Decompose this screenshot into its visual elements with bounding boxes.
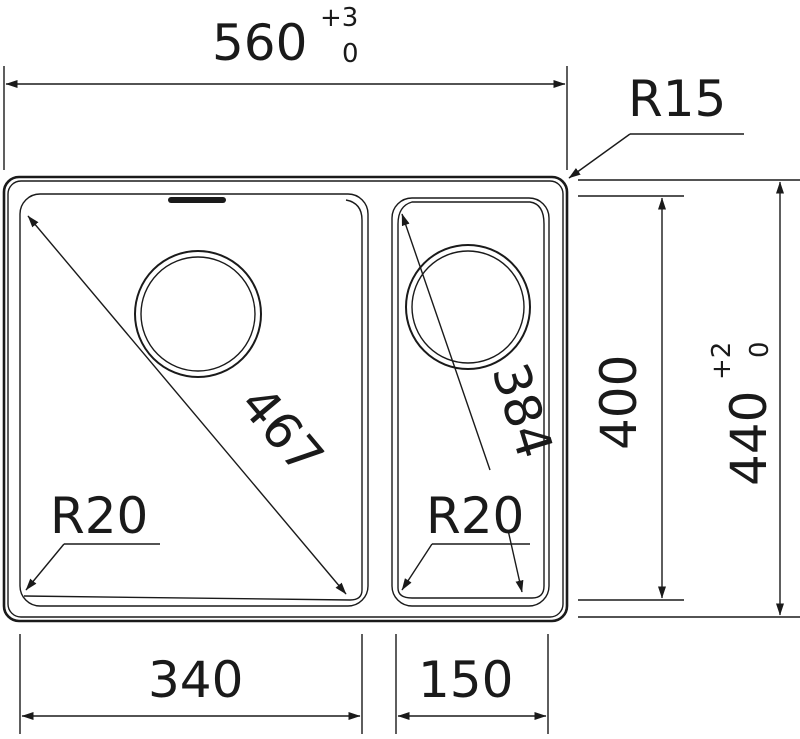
small-bowl-width-dimension: 150 [395, 634, 549, 734]
overall-height-tol-upper: +2 [707, 342, 737, 380]
overall-width-value: 560 [212, 14, 307, 72]
overall-width-dimension: 560 +3 0 [3, 3, 568, 170]
small-bowl-diagonal-arrow-bottom [507, 529, 524, 593]
small-drain-inner [411, 250, 525, 364]
large-drain-outer [134, 250, 262, 378]
r20-right-leader-arrow [401, 543, 433, 591]
small-bowl [391, 197, 550, 607]
r15-leader-arrow [568, 133, 631, 179]
large-bowl-diagonal-arrow [27, 215, 347, 595]
small-bowl-width-value: 150 [418, 651, 513, 709]
overflow-slot [168, 197, 226, 203]
small-bowl-outline [391, 197, 550, 607]
small-bowl-radius-label: R20 [426, 487, 524, 545]
outer-radius-label: R15 [628, 70, 726, 128]
overall-width-tol-upper: +3 [320, 3, 358, 33]
large-bowl-radius-callout: R20 [25, 487, 160, 591]
sink-outline [2, 175, 569, 623]
large-drain-inner [140, 256, 256, 372]
small-bowl-inner-edge [397, 201, 545, 599]
small-bowl-radius-callout: R20 [401, 487, 530, 591]
large-bowl-diagonal-value: 467 [229, 375, 335, 485]
overall-height-dimension: 440 +2 0 [578, 179, 800, 618]
overall-height-value: 440 [720, 391, 778, 486]
small-bowl-diagonal-arrow-top [401, 213, 491, 471]
r20-left-leader-arrow [25, 543, 65, 591]
large-bowl-inner-edge [345, 199, 363, 601]
large-bowl-width-value: 340 [148, 651, 243, 709]
outer-rim-inner [7, 180, 564, 618]
overall-height-tol-lower: 0 [745, 341, 775, 358]
bowl-height-value: 400 [590, 355, 648, 450]
large-bowl-outline [19, 193, 369, 607]
small-bowl-diagonal-value: 384 [481, 357, 564, 465]
small-drain-outer [405, 244, 531, 370]
overall-width-tol-lower: 0 [342, 39, 359, 69]
outer-rim [2, 175, 569, 623]
large-bowl-width-dimension: 340 [19, 634, 363, 734]
large-bowl-bottom-edge [23, 595, 351, 601]
bowl-height-dimension: 400 [578, 195, 684, 601]
outer-radius-callout: R15 [568, 70, 744, 179]
large-bowl-radius-label: R20 [50, 487, 148, 545]
